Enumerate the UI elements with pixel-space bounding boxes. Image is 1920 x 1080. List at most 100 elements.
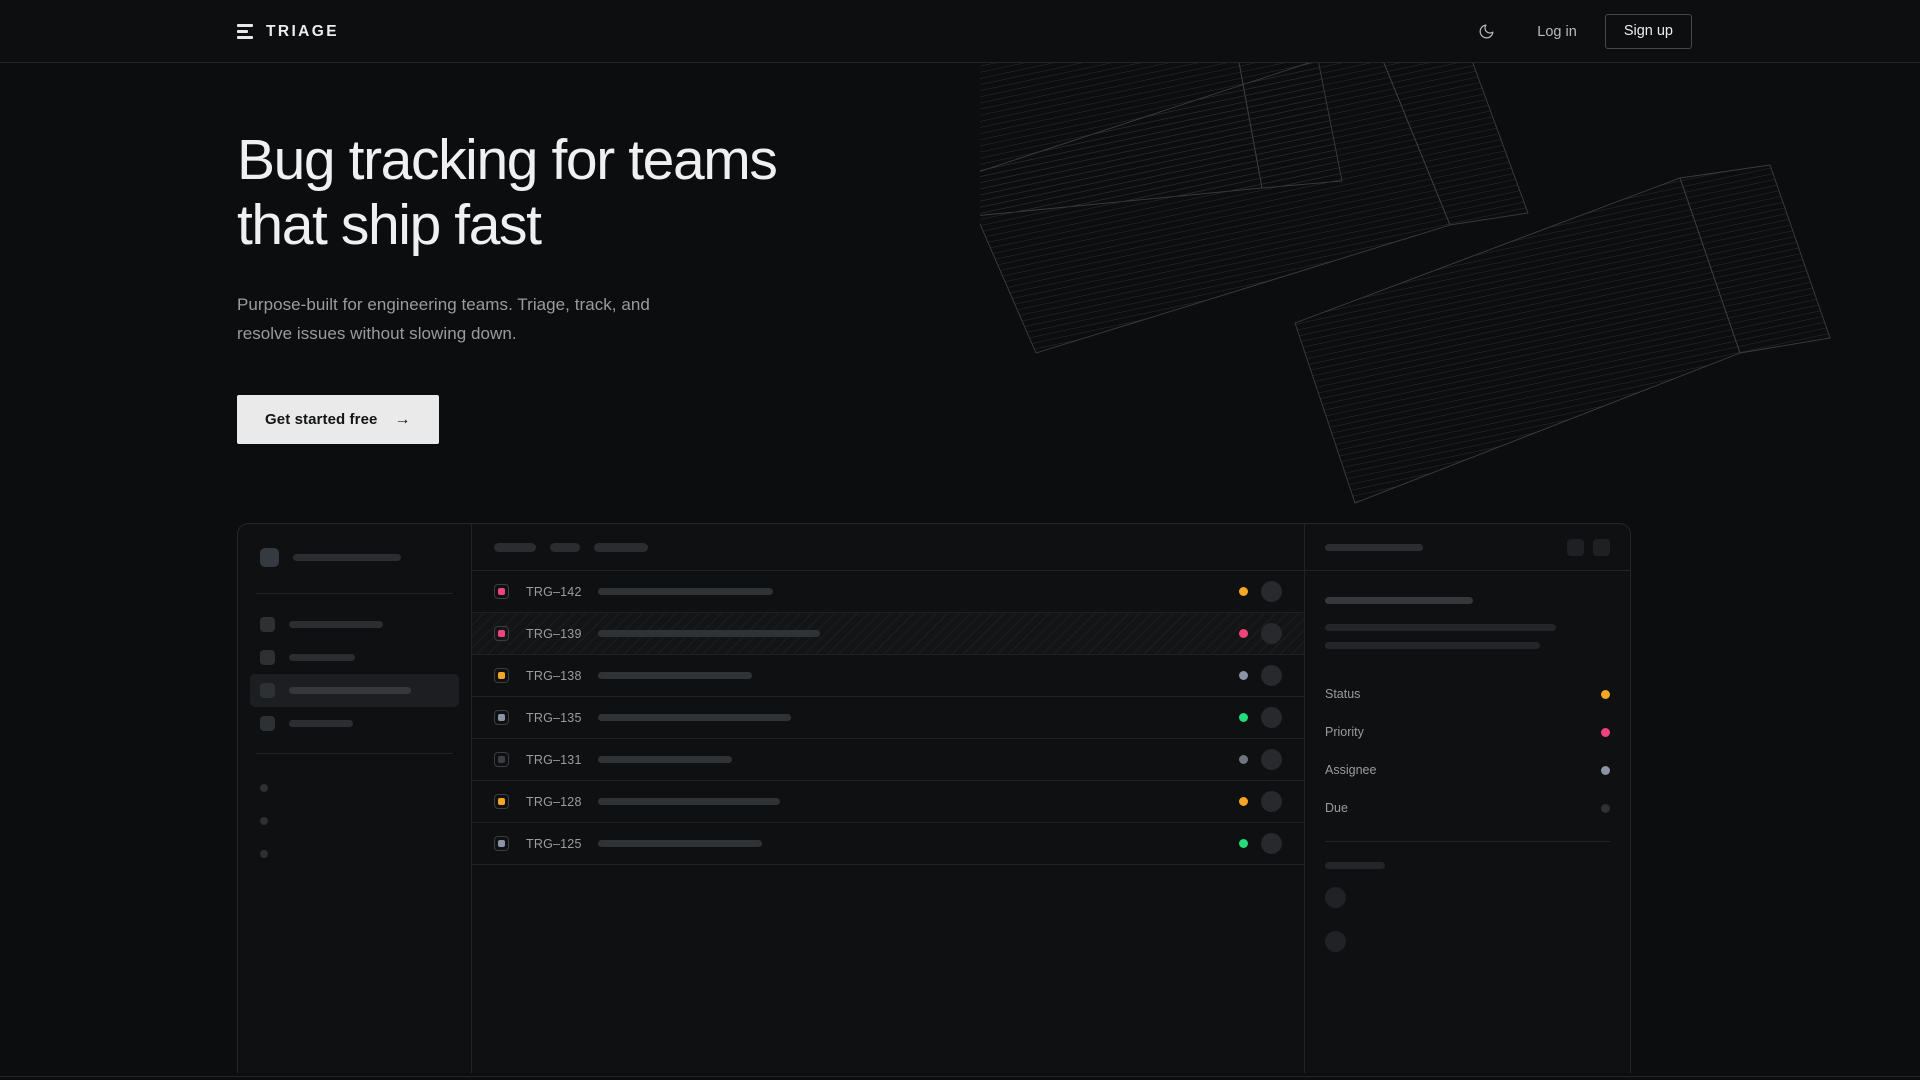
meta-value-dot [1601, 765, 1610, 775]
activity-label-placeholder [1325, 862, 1385, 869]
sidebar-item-label-placeholder [289, 621, 383, 628]
avatar [1261, 833, 1282, 854]
sidebar-item-icon [260, 650, 275, 665]
meta-label: Due [1325, 801, 1348, 815]
workspace-avatar-icon [260, 548, 279, 567]
issue-type-badge-icon [494, 836, 509, 851]
detail-meta-row-due[interactable]: Due [1325, 789, 1610, 827]
mock-sidebar-nav [238, 594, 471, 740]
detail-meta-row-assignee[interactable]: Assignee [1325, 751, 1610, 789]
issue-title-placeholder [598, 714, 791, 721]
issue-status-dot [1239, 797, 1248, 806]
hero-section: Bug tracking for teams that ship fast Pu… [0, 63, 1920, 1080]
detail-header-placeholder [1325, 543, 1423, 551]
issue-title-placeholder [598, 798, 780, 805]
avatar [1261, 623, 1282, 644]
issue-type-badge-icon [494, 584, 509, 599]
detail-body-line-1 [1325, 624, 1556, 631]
top-navigation-bar: TRIAGE Log in Sign up [0, 0, 1920, 63]
issue-status-dot [1239, 839, 1248, 848]
issue-title-placeholder [598, 840, 762, 847]
issue-id: TRG–128 [526, 794, 582, 809]
mock-workspace-switcher[interactable] [238, 524, 471, 567]
table-row[interactable]: TRG–138 [472, 655, 1304, 697]
issue-id: TRG–131 [526, 752, 582, 767]
mock-sidebar-item-0[interactable] [250, 608, 459, 641]
sidebar-section-label [238, 754, 471, 770]
issue-id: TRG–142 [526, 584, 582, 599]
issue-type-badge-icon [494, 752, 509, 767]
cta-label: Get started free [265, 411, 378, 429]
moon-icon[interactable] [1467, 13, 1505, 51]
brand-logo[interactable]: TRIAGE [237, 0, 339, 63]
detail-header-actions [1567, 538, 1610, 556]
mock-list-toolbar [472, 524, 1304, 571]
table-row[interactable]: TRG–139 [472, 613, 1304, 655]
sidebar-sub-items [238, 770, 471, 858]
sidebar-item-icon [260, 716, 275, 731]
mock-sidebar-item-1[interactable] [250, 641, 459, 674]
detail-meta-row-priority[interactable]: Priority [1325, 713, 1610, 751]
sidebar-item-icon [260, 617, 275, 632]
detail-meta-row-status[interactable]: Status [1325, 675, 1610, 713]
table-row[interactable]: TRG–128 [472, 781, 1304, 823]
avatar [1261, 707, 1282, 728]
sidebar-sub-item-0[interactable] [260, 784, 268, 792]
issue-title-placeholder [598, 756, 732, 763]
meta-label: Status [1325, 687, 1361, 701]
arrow-right-icon: → [394, 410, 411, 428]
detail-title-placeholder [1325, 597, 1473, 604]
table-row[interactable]: TRG–125 [472, 823, 1304, 865]
hero-subheadline: Purpose-built for engineering teams. Tri… [237, 294, 650, 344]
hero-copy: Bug tracking for teams that ship fast Pu… [237, 128, 997, 445]
detail-panel-header [1305, 524, 1630, 571]
issue-type-badge-icon [494, 626, 509, 641]
table-row[interactable]: TRG–135 [472, 697, 1304, 739]
mock-sidebar [238, 524, 472, 1073]
expand-icon-button[interactable] [1567, 538, 1584, 556]
sidebar-item-label-placeholder [289, 720, 353, 727]
brand-name: TRIAGE [266, 22, 339, 40]
page-title: Bug tracking for teams that ship fast [237, 128, 778, 257]
sidebar-item-label-placeholder [289, 654, 355, 661]
mock-sidebar-item-3[interactable] [250, 707, 459, 740]
table-row[interactable]: TRG–142 [472, 571, 1304, 613]
toolbar-control-2[interactable] [594, 542, 648, 552]
sidebar-divider-top [256, 593, 453, 594]
avatar [1261, 665, 1282, 686]
issue-status-dot [1239, 587, 1248, 596]
get-started-free-button[interactable]: Get started free → [237, 395, 439, 445]
toolbar-control-0[interactable] [494, 542, 536, 552]
stacked-bars-icon [237, 24, 253, 39]
avatar [1261, 791, 1282, 812]
issue-id: TRG–138 [526, 668, 582, 683]
more-icon-button[interactable] [1593, 538, 1610, 556]
activity-avatars [1325, 887, 1610, 952]
signup-button[interactable]: Sign up [1604, 13, 1692, 50]
sidebar-sub-item-2[interactable] [260, 850, 268, 858]
issue-type-badge-icon [494, 668, 509, 683]
issue-type-badge-icon [494, 794, 509, 809]
toolbar-control-1[interactable] [550, 542, 580, 552]
issue-status-dot [1239, 629, 1248, 638]
mock-sidebar-item-2[interactable] [250, 674, 459, 707]
login-link[interactable]: Log in [1537, 23, 1577, 40]
issue-title-placeholder [598, 588, 773, 595]
issue-status-dot [1239, 755, 1248, 764]
avatar [1261, 581, 1282, 602]
activity-avatar [1325, 931, 1346, 952]
issue-title-placeholder [598, 672, 752, 679]
issue-id: TRG–139 [526, 626, 582, 641]
sidebar-sub-item-1[interactable] [260, 817, 268, 825]
issue-id: TRG–125 [526, 836, 582, 851]
issue-status-dot [1239, 671, 1248, 680]
sidebar-divider-bottom [256, 753, 453, 754]
table-row[interactable]: TRG–131 [472, 739, 1304, 781]
issue-status-dot [1239, 713, 1248, 722]
hero-bottom-divider [0, 1076, 1920, 1077]
